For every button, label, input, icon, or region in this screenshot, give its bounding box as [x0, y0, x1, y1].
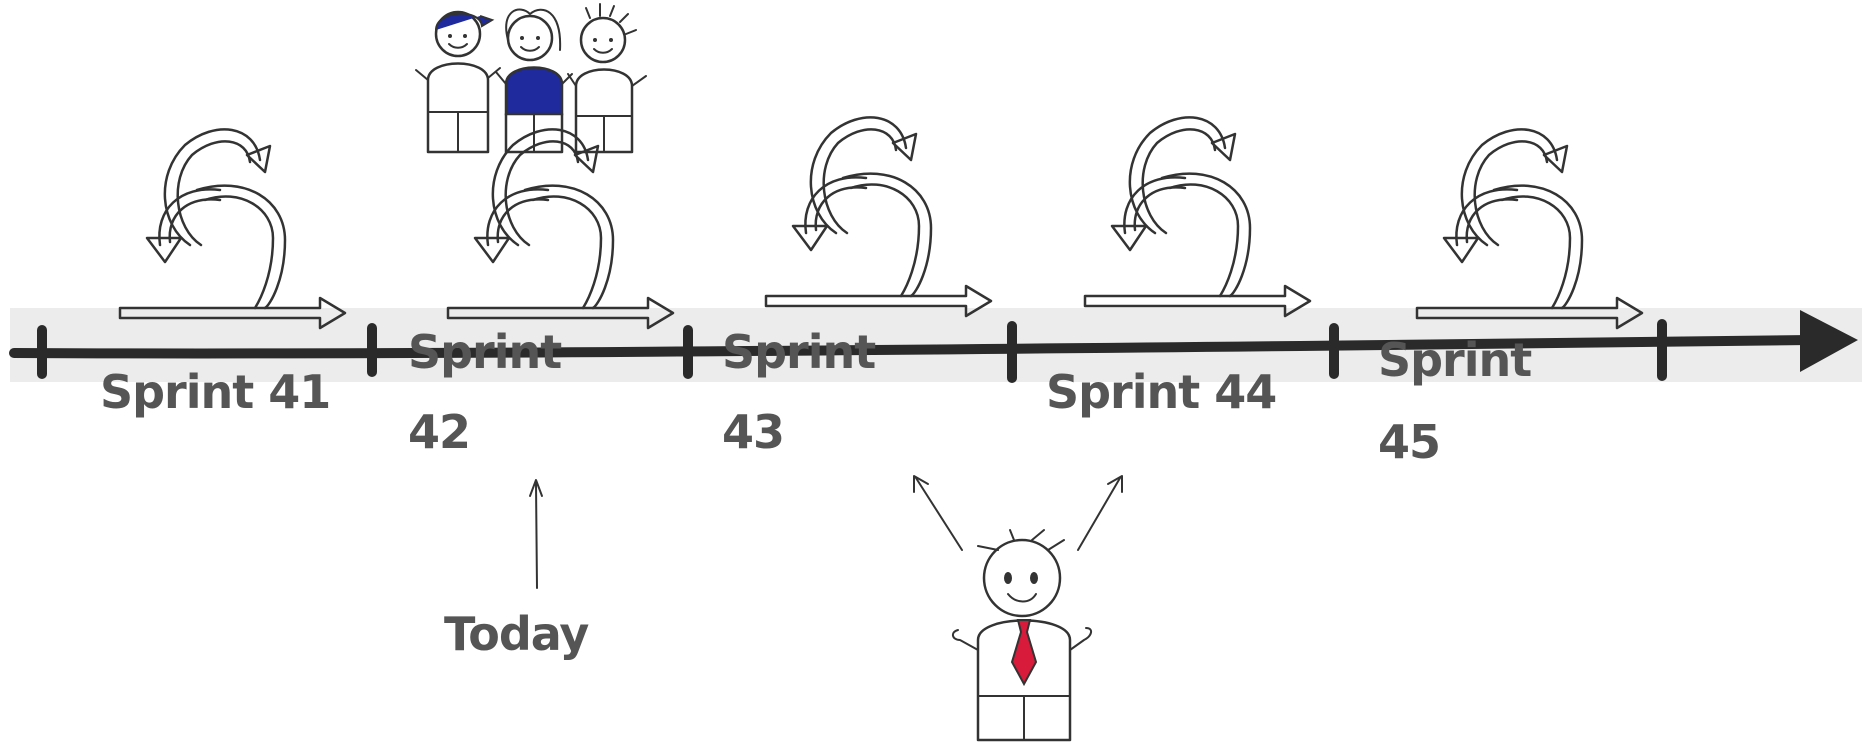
team-figures-icon: [415, 3, 647, 154]
timeline-arrowhead: [1800, 310, 1858, 372]
sprint-label-2: Sprint: [408, 325, 561, 379]
timeline-line: [9, 335, 1815, 359]
today-arrow-icon: [529, 479, 543, 589]
manager-arrow-icon: [913, 475, 1123, 551]
sprint-cycle-icon: [1083, 116, 1312, 318]
sprint-label-1: Sprint 41: [100, 365, 330, 419]
sprint-label-4: Sprint 44: [1046, 365, 1276, 419]
manager-figure-icon: [952, 529, 1092, 742]
sprint-cycle-icon: [764, 116, 993, 318]
today-label: Today: [444, 607, 589, 661]
sprint-label-2-number: 42: [408, 405, 470, 459]
sprint-label-3: Sprint: [722, 325, 875, 379]
sprint-label-3-number: 43: [722, 405, 784, 459]
sprint-cycle-icon: [1415, 128, 1644, 330]
sprint-label-5: Sprint: [1378, 333, 1531, 387]
timeline-ticks: [37, 319, 1667, 383]
sprint-cycle-icon: [446, 128, 675, 330]
sprint-cycle-icon: [118, 128, 347, 330]
sprint-label-5-number: 45: [1378, 415, 1440, 469]
